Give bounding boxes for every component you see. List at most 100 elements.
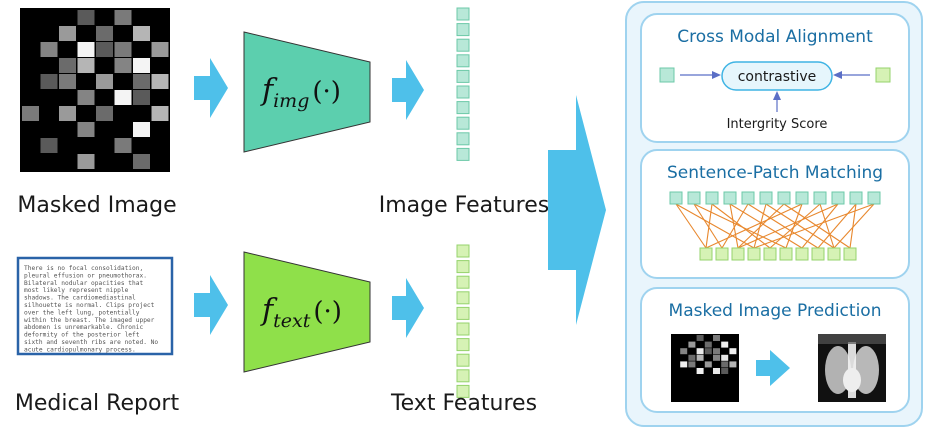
image-patch — [40, 42, 58, 57]
match-text-token — [795, 247, 809, 261]
image-patch — [59, 74, 76, 89]
report-line: within the breast. The imaged upper — [24, 317, 155, 324]
match-text-token — [715, 247, 729, 261]
match-image-token — [705, 191, 719, 205]
image-patch — [133, 122, 150, 137]
match-line — [785, 203, 803, 249]
arrow-image-to-encoder — [194, 58, 228, 118]
mini-patch — [713, 368, 720, 374]
medical-report-label: Medical Report — [15, 391, 180, 416]
match-image-token — [741, 191, 755, 205]
image-patch — [133, 74, 150, 89]
module-sentence-patch-matching — [640, 149, 910, 279]
match-image-token — [831, 191, 845, 205]
report-line: most likely represent nipple — [24, 287, 129, 294]
image-encoder-func: fimg(·) — [260, 73, 341, 112]
cross-modal-alignment-title: Cross Modal Alignment — [677, 27, 873, 47]
arrowhead-image — [712, 71, 721, 79]
mini-patch — [688, 361, 696, 368]
match-line — [675, 203, 707, 249]
integrity-score-label: Intergrity Score — [727, 117, 828, 132]
report-line: silhouette is normal. Clips project — [24, 302, 155, 309]
report-line: abdomen is unremarkable. Chronic — [24, 324, 143, 331]
image-patch — [133, 26, 150, 41]
match-text-token — [843, 247, 857, 261]
image-patch — [114, 58, 132, 73]
feature-token — [456, 369, 470, 383]
match-line — [833, 203, 875, 249]
match-text-token — [827, 247, 841, 261]
image-patch — [59, 26, 76, 41]
image-patch — [133, 58, 150, 73]
contrastive-label: contrastive — [738, 69, 817, 85]
match-text-token — [747, 247, 761, 261]
image-patch — [77, 42, 95, 57]
feature-token — [456, 7, 470, 21]
image-patch — [114, 90, 132, 105]
match-text-token — [731, 247, 745, 261]
match-line — [817, 203, 857, 249]
reconstructed-xray-thumbnail — [818, 334, 886, 402]
image-patch — [114, 42, 132, 57]
mini-patch — [729, 348, 737, 355]
report-line: sixth and seventh ribs are noted. No — [24, 339, 158, 346]
mini-patch — [713, 348, 720, 355]
feature-token — [456, 384, 470, 398]
arrow-report-to-encoder — [194, 275, 228, 335]
mini-patch — [704, 341, 712, 348]
match-line — [801, 203, 839, 249]
image-patch — [96, 42, 113, 57]
report-line: acute cardiopulmonary process. — [24, 346, 136, 353]
feature-token — [456, 291, 470, 305]
report-line: deformity of the posterior left — [24, 332, 140, 339]
match-image-token — [813, 191, 827, 205]
masked-image-label: Masked Image — [17, 193, 176, 218]
match-image-token — [759, 191, 773, 205]
image-patch — [114, 138, 132, 153]
image-patch — [77, 10, 95, 25]
match-image-token — [669, 191, 683, 205]
match-line — [783, 203, 851, 249]
match-line — [737, 203, 785, 249]
feature-token — [456, 244, 470, 258]
mini-patch — [696, 368, 704, 374]
matching-text-tokens — [699, 247, 857, 261]
match-line — [693, 203, 723, 249]
mini-patch — [713, 335, 720, 341]
alignment-token-image — [659, 67, 675, 83]
mini-patch — [721, 354, 729, 361]
matching-lines — [675, 203, 875, 249]
matching-image-tokens — [669, 191, 881, 205]
image-patch — [77, 90, 95, 105]
text-feature-tokens — [456, 244, 470, 398]
mini-patch — [688, 354, 696, 361]
mini-patch — [704, 348, 712, 355]
image-patch — [40, 74, 58, 89]
match-text-token — [779, 247, 793, 261]
feature-token — [456, 260, 470, 274]
report-line: There is no focal consolidation, — [24, 265, 143, 272]
image-patch — [133, 90, 150, 105]
match-line — [747, 203, 819, 249]
text-encoder-func: ftext(·) — [260, 293, 342, 332]
masked-image-thumbnail — [671, 334, 739, 402]
image-patch — [77, 122, 95, 137]
mini-patch — [721, 368, 729, 374]
feature-token — [456, 54, 470, 68]
match-line — [769, 203, 821, 249]
image-patch — [151, 42, 169, 57]
alignment-token-text — [875, 67, 891, 83]
match-line — [705, 203, 803, 249]
match-line — [721, 203, 749, 249]
match-image-token — [687, 191, 701, 205]
match-image-token — [795, 191, 809, 205]
mini-patch — [680, 348, 688, 355]
image-encoder — [243, 31, 371, 153]
mini-patch — [680, 361, 688, 368]
match-line — [737, 203, 839, 249]
match-image-token — [723, 191, 737, 205]
image-patch — [96, 74, 113, 89]
medical-report: There is no focal consolidation,pleural … — [16, 256, 174, 356]
feature-token — [456, 132, 470, 146]
match-line — [711, 203, 771, 249]
